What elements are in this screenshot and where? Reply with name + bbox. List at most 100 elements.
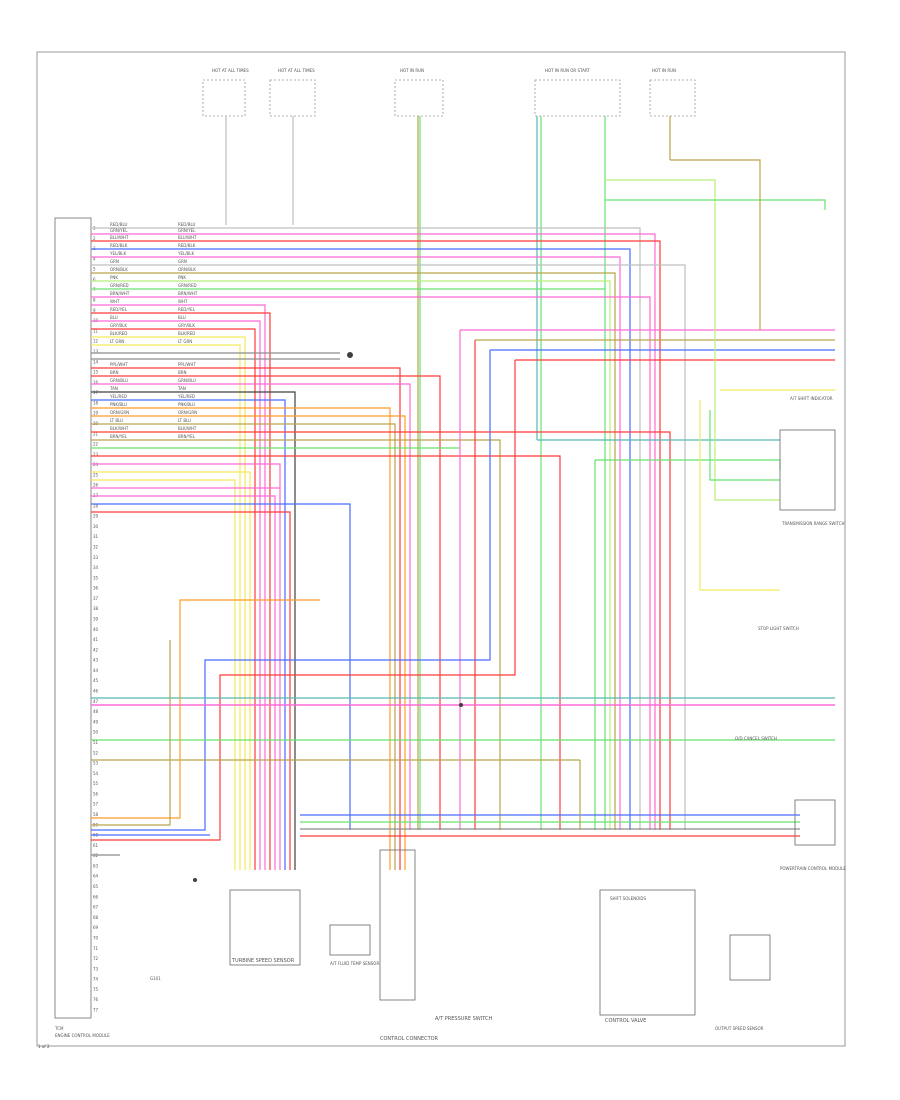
ecm-pin-label: 77 [93,1008,99,1013]
wire-color-label: BLU/WHT [178,235,197,240]
connector-caption: CONTROL CONNECTOR [380,1036,439,1042]
turbine-sensor-box [229,889,301,966]
ecm-pin-label: 13 [93,349,99,354]
ecm-footnote: TCM [54,1026,64,1031]
wire-color-label: BLK/RED [110,331,127,336]
fuse-box-3 [394,79,444,117]
fuse-box-2 [269,79,316,117]
ecm-pin-label: 39 [93,617,99,622]
ecm-pin-label: 29 [93,514,99,519]
wire-color-label: PNK/BLU [178,402,195,407]
wire-color-label: BRN/WHT [110,291,130,296]
wire-color-label: BRN/YEL [178,434,196,439]
wire-color-label: BLU [178,315,186,320]
wire-color-label: GRN/RED [178,283,197,288]
ecm-pin-label: 22 [93,442,99,447]
pcm-label: POWERTRAIN CONTROL MODULE [780,866,846,871]
wire-color-label: BLK/WHT [110,426,129,431]
ecm-pin-label: 43 [93,658,99,663]
ecm-pin-label: 66 [93,894,99,899]
wire-color-label: WHT [178,299,188,304]
wire-color-label: BRN/YEL [110,434,128,439]
wire-color-label: RED/BLK [110,243,128,248]
ecm-pin-label: 47 [93,699,99,704]
wire-color-label: LT GRN [110,339,124,344]
ground-label: G101 [150,976,161,981]
ecm-pin-label: 69 [93,925,99,930]
wire-color-label: RED/YEL [178,307,196,312]
ecm-pin-label: 38 [93,606,99,611]
ecm-pin-label: 52 [93,750,99,755]
ecm-pin-label: 15 [93,370,99,375]
ecm-pin-label: 73 [93,966,99,971]
wire-bundle [91,159,835,870]
wire-color-label: YEL/BLK [109,251,127,256]
ecm-pin-label: 42 [93,647,99,652]
wire-color-label: BRN/WHT [178,291,198,296]
fuse-label-5: HOT IN RUN [652,68,676,73]
ecm-pin-label: 75 [93,987,99,992]
output-sensor-box [729,934,771,981]
ecm-pin-label: 12 [93,339,99,344]
wire-color-label: RED/BLU [110,222,128,227]
wire-color-label: PNK [110,275,118,280]
ecm-pin-label: 24 [93,462,99,467]
ecm-pin-label: 8 [93,298,96,303]
control-valve-label: CONTROL VALVE [605,1018,646,1024]
wire-color-label: ORN/GRN [178,410,197,415]
ecm-pin-label: 31 [93,534,99,539]
wire-color-label: RED/BLU [178,222,196,227]
wire-color-label: RED/YEL [110,307,128,312]
ecm-pin-label: 21 [93,431,99,436]
ecm-pin-label: 61 [93,843,99,848]
wire-color-label: PNK/BLU [110,402,127,407]
ecm-pin-label: 30 [93,524,99,529]
ecm-pin-label: 58 [93,812,99,817]
ecm-pin-label: 17 [93,390,99,395]
fluid-temp-sensor-box [329,924,371,956]
ecm-pin-label: 5 [93,267,96,272]
wire-color-label: TAN [109,386,118,391]
wire-color-label: GRY/BLK [110,323,127,328]
ecm-pin-label: 67 [93,905,99,910]
ecm-pin-label: 65 [93,884,99,889]
ecm-pin-label: 19 [93,411,99,416]
ecm-pin-label: 34 [93,565,99,570]
splice-dot [459,703,463,707]
ecm-pin-label: 16 [93,380,99,385]
wire-color-label: BLU/WHT [110,235,129,240]
ecm-pin-label: 14 [93,359,99,364]
control-connector-box [379,849,416,1001]
fuse-label-4: HOT IN RUN OR START [545,68,590,73]
ecm-pin-label: 18 [93,400,99,405]
solenoid-label: SHIFT SOLENOIDS [610,896,647,901]
wire-color-label: YEL/BLK [177,251,195,256]
wire-color-label: WHT [110,299,120,304]
page-border [36,51,846,1047]
ecm-pin-label: 51 [93,740,99,745]
ecm-pin-label: 44 [93,668,99,673]
fuse-label-3: HOT IN RUN [400,68,424,73]
ecm-pin-label: 53 [93,761,99,766]
ecm-pin-label: 62 [93,853,99,858]
ecm-pin-label: 2 [93,236,96,241]
splice-dot [347,352,353,358]
ecm-pin-label: 55 [93,781,99,786]
ecm-pin-label: 50 [93,730,99,735]
wire-color-label: BLU [110,315,118,320]
wire-color-label: YEL/RED [177,394,195,399]
fuse-feeds [225,116,671,830]
ecm-pin-label: 32 [93,544,99,549]
wire-color-label: GRN/YEL [178,228,196,233]
shift-indicator-label: A/T SHIFT INDICATOR [790,396,833,401]
ecm-pin-label: 7 [93,287,96,292]
wire-color-label: GRN/BLU [178,378,196,383]
wire-color-label: YEL/RED [109,394,127,399]
od-cancel-switch-label: O/D CANCEL SWITCH [735,736,777,741]
range-switch-label: TRANSMISSION RANGE SWITCH [781,521,845,526]
wire-color-label: PPL/WHT [110,362,128,367]
fuse-box-4 [534,79,621,117]
ecm-pin-label: 70 [93,935,99,940]
wire-color-label: GRN [110,259,119,264]
